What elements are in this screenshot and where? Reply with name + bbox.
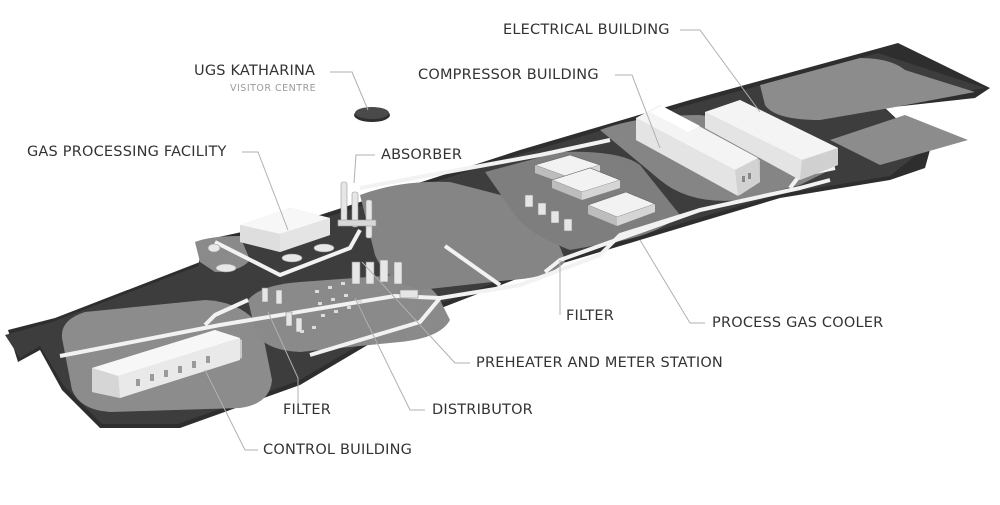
filter-equipment <box>524 194 573 232</box>
leader-lines <box>204 29 761 451</box>
label-absorber: ABSORBER <box>381 147 463 163</box>
label-ugs-katharina: UGS KATHARINA <box>194 63 316 79</box>
meter-station-equipment <box>261 259 419 333</box>
label-electrical-building: ELECTRICAL BUILDING <box>503 22 670 38</box>
label-preheater-meter-station: PREHEATER AND METER STATION <box>476 355 723 371</box>
small-tanks <box>207 243 335 273</box>
compressor-building-shape <box>636 105 760 196</box>
label-distributor: DISTRIBUTOR <box>432 402 533 418</box>
absorber-towers <box>337 181 377 239</box>
label-process-gas-cooler: PROCESS GAS COOLER <box>712 315 884 331</box>
label-filter-left: FILTER <box>283 402 331 418</box>
label-control-building: CONTROL BUILDING <box>263 442 413 458</box>
control-building-shape <box>92 330 242 398</box>
visitor-centre-shape <box>354 107 390 122</box>
label-compressor-building: COMPRESSOR BUILDING <box>418 67 599 83</box>
electrical-building-shape <box>705 100 838 180</box>
process-gas-coolers <box>534 154 656 226</box>
label-visitor-centre: VISITOR CENTRE <box>230 83 317 94</box>
label-filter-right: FILTER <box>566 308 614 324</box>
label-gas-processing-facility: GAS PROCESSING FACILITY <box>27 144 227 160</box>
